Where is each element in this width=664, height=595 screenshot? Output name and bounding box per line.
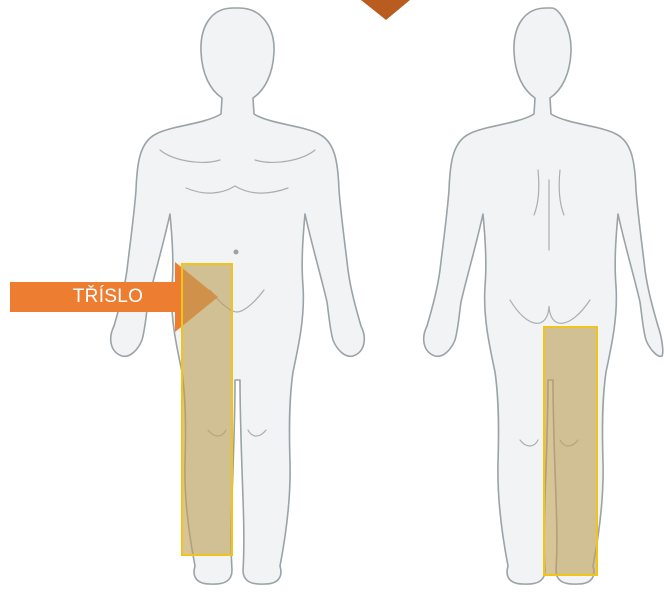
callout-label: TŘÍSLO <box>10 267 198 327</box>
top-arrow-tip <box>361 0 410 20</box>
back-leg-highlight <box>543 326 598 576</box>
groin-callout: TŘÍSLO <box>10 262 218 332</box>
